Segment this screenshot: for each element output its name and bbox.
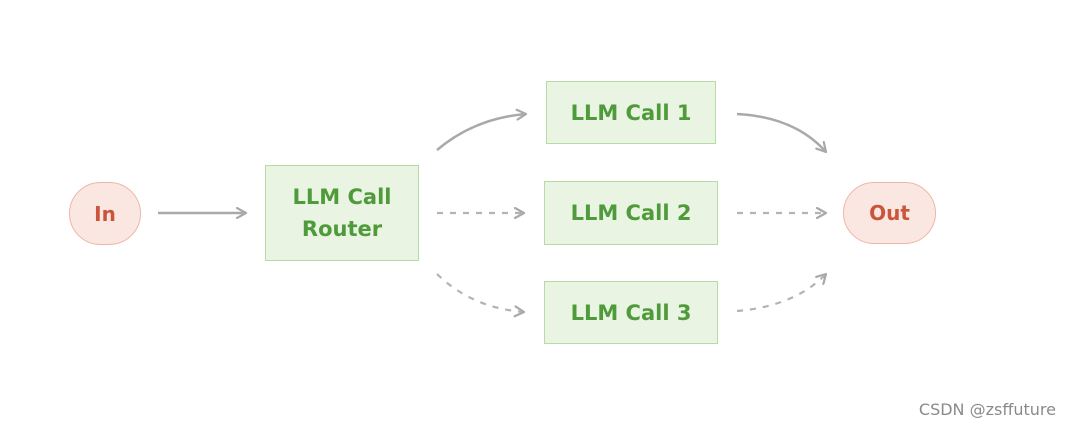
arrow-router-to-call1: [436, 114, 526, 151]
in-node: In: [69, 182, 141, 245]
arrow-router-to-call3: [436, 273, 524, 312]
in-label: In: [94, 201, 116, 226]
watermark-text: CSDN @zsffuture: [918, 400, 1056, 419]
arrow-call1-to-out: [736, 112, 826, 152]
router-label-line2: Router: [301, 217, 383, 241]
router-label-line1: LLM Call: [292, 185, 392, 209]
llm-call-2-node: LLM Call 2: [544, 181, 718, 245]
llm-call-1-node: LLM Call 1: [546, 81, 716, 144]
llm-call-3-label: LLM Call 3: [570, 300, 692, 325]
llm-call-1-label: LLM Call 1: [570, 100, 692, 125]
llm-call-2-label: LLM Call 2: [570, 201, 692, 225]
out-label: Out: [869, 201, 910, 225]
llm-call-3-node: LLM Call 3: [544, 281, 718, 344]
router-node: LLM Call Router: [265, 165, 419, 261]
out-node: Out: [843, 182, 936, 244]
arrow-call3-to-out: [736, 274, 826, 313]
